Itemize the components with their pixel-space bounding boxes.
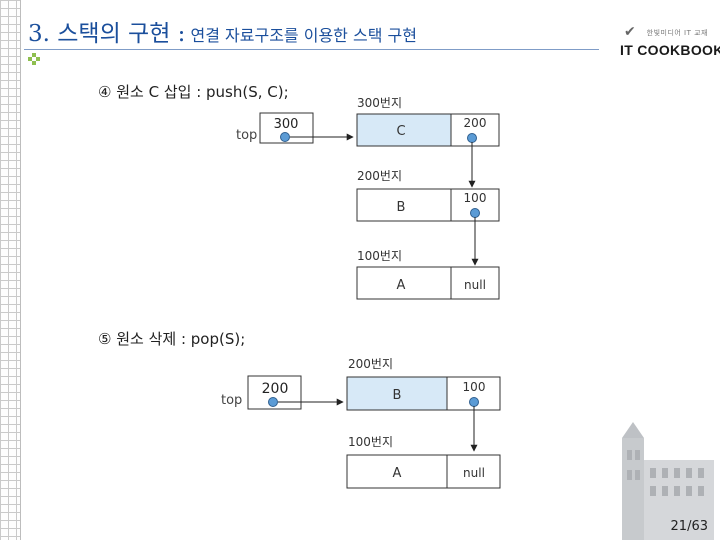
page-number: 21/63	[670, 519, 708, 534]
node-data: B	[393, 388, 402, 403]
node-link: 200	[464, 116, 487, 130]
pointer-dot	[280, 132, 290, 142]
node-data: A	[393, 466, 402, 481]
node-data-cell	[356, 266, 452, 300]
logo-text: IT COOKBOOK	[620, 42, 720, 58]
diamond-bullet-icon	[28, 53, 40, 65]
node-data-cell	[346, 376, 448, 411]
node-link: null	[463, 466, 485, 480]
node-data: B	[397, 200, 406, 215]
node-data-cell	[356, 188, 452, 222]
step-push-label: ④ 원소 C 삽입 : push(S, C);	[98, 83, 289, 101]
node-link: 100	[464, 191, 487, 205]
node-link-cell	[450, 266, 500, 300]
node-data: C	[396, 124, 405, 139]
checkmark-icon: ✔	[624, 24, 636, 40]
it-cookbook-logo: ✔ 한빛미디어 IT 교재 IT COOKBOOK	[612, 24, 720, 62]
pointer-dot	[467, 133, 477, 143]
top-pointer-value: 300	[274, 117, 299, 132]
logo-tagline: 한빛미디어 IT 교재	[646, 29, 708, 37]
node-data-cell	[346, 454, 448, 489]
node-address: 100번지	[357, 249, 402, 263]
top-pointer-label: top	[221, 393, 242, 408]
title-rule	[24, 49, 599, 50]
top-pointer-value: 200	[262, 381, 289, 397]
node-link: null	[464, 278, 486, 292]
pointer-dot	[469, 397, 479, 407]
slide-title: 3. 스택의 구현 : 연결 자료구조를 이용한 스택 구현	[28, 14, 417, 48]
building-watermark-image	[622, 422, 714, 540]
title-main: 3. 스택의 구현 :	[28, 21, 186, 47]
node-address: 200번지	[357, 169, 402, 183]
node-link-cell	[446, 454, 501, 489]
title-sub: 연결 자료구조를 이용한 스택 구현	[185, 26, 417, 45]
step-pop-label: ⑤ 원소 삭제 : pop(S);	[98, 330, 246, 348]
pointer-dot	[268, 397, 278, 407]
pointer-dot	[470, 208, 480, 218]
top-pointer-label: top	[236, 128, 257, 143]
node-address: 200번지	[348, 357, 393, 371]
node-address: 300번지	[357, 96, 402, 110]
node-address: 100번지	[348, 435, 393, 449]
node-link: 100	[463, 380, 486, 394]
grid-strip-decoration	[0, 0, 21, 540]
node-data: A	[397, 278, 406, 293]
